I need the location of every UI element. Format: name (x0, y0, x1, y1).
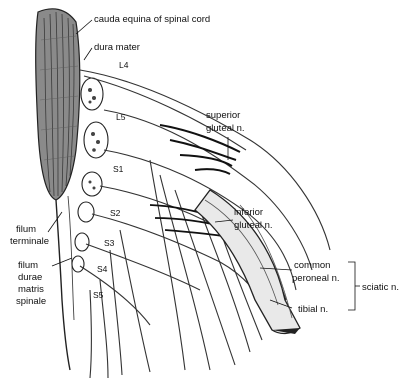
level-label: S2 (110, 208, 121, 218)
level-label: S5 (93, 290, 104, 300)
label-tibial: tibial n. (298, 304, 328, 315)
level-label: S4 (97, 264, 108, 274)
label-inferior-gluteal-line2: gluteal n. (234, 220, 273, 231)
label-filum-durae-line1: filum (18, 260, 38, 271)
level-label: S1 (113, 164, 124, 174)
label-filum-durae-line4: spinale (16, 296, 46, 307)
label-filum-terminale-line1: filum (16, 224, 36, 235)
level-label: S3 (104, 238, 115, 248)
dural-sac-illustration (56, 196, 74, 370)
label-filum-terminale-line2: terminale (10, 236, 49, 247)
label-cauda-equina: cauda equina of spinal cord (94, 14, 210, 25)
label-common-peroneal-line1: common (294, 260, 330, 271)
label-filum-durae-line2: durae (18, 272, 42, 283)
label-inferior-gluteal-line1: inferior (234, 207, 263, 218)
label-dura-mater: dura mater (94, 42, 140, 53)
level-label: L5 (116, 112, 126, 122)
label-common-peroneal-line2: peroneal n. (292, 273, 340, 284)
cauda-equina-illustration (36, 9, 80, 200)
label-filum-durae-line3: matris (18, 284, 44, 295)
level-label: L4 (119, 60, 129, 70)
label-superior-gluteal-line2: gluteal n. (206, 123, 245, 134)
label-superior-gluteal-line1: superior (206, 110, 240, 121)
label-sciatic: sciatic n. (362, 282, 399, 293)
